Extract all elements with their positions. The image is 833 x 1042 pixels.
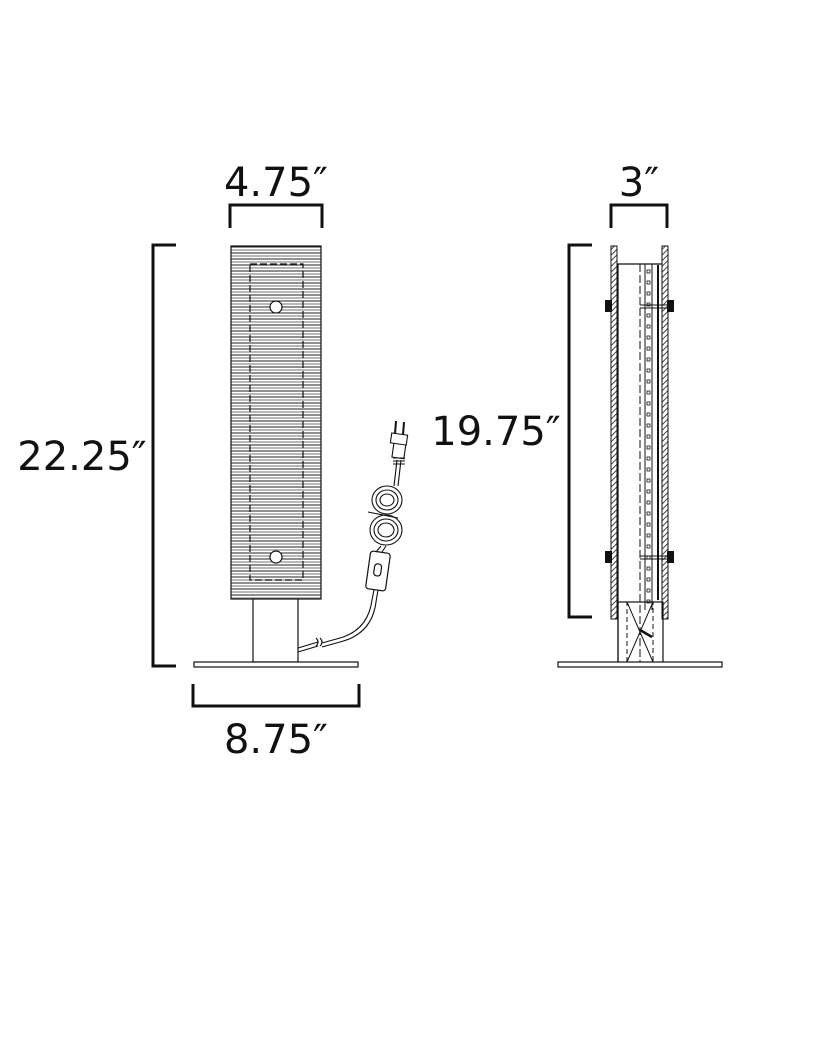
led-strip <box>646 269 651 604</box>
overall-height-dimension: 22.25″ <box>17 243 176 668</box>
top-width-dimension: 4.75″ <box>224 160 328 228</box>
mounting-hole-bottom <box>269 550 283 564</box>
base-plate <box>193 661 359 668</box>
base-width-dimension: 8.75″ <box>191 684 361 763</box>
shade-height-dimension: 19.75″ <box>431 243 592 619</box>
cord-coil <box>367 485 403 553</box>
top-width-label: 4.75″ <box>224 160 328 206</box>
power-cord <box>297 420 409 653</box>
overall-height-label: 22.25″ <box>17 434 146 480</box>
shade-wall-right <box>661 245 669 620</box>
front-view: 4.75″ 22.25″ 8.75″ <box>17 160 409 763</box>
depth-label: 3″ <box>619 160 659 206</box>
ribbed-shade <box>230 245 322 600</box>
side-base-plate <box>557 661 723 668</box>
shade-wall-left <box>610 245 618 620</box>
mounting-hole-top <box>269 300 283 314</box>
depth-dimension: 3″ <box>609 160 669 228</box>
plug-icon <box>389 420 409 465</box>
brackets <box>605 300 674 563</box>
shade-height-label: 19.75″ <box>431 409 560 455</box>
side-view: 3″ 19.75″ <box>431 160 723 668</box>
switch-button-icon <box>373 563 383 577</box>
lamp-stem <box>252 598 299 663</box>
base-width-label: 8.75″ <box>224 717 328 763</box>
